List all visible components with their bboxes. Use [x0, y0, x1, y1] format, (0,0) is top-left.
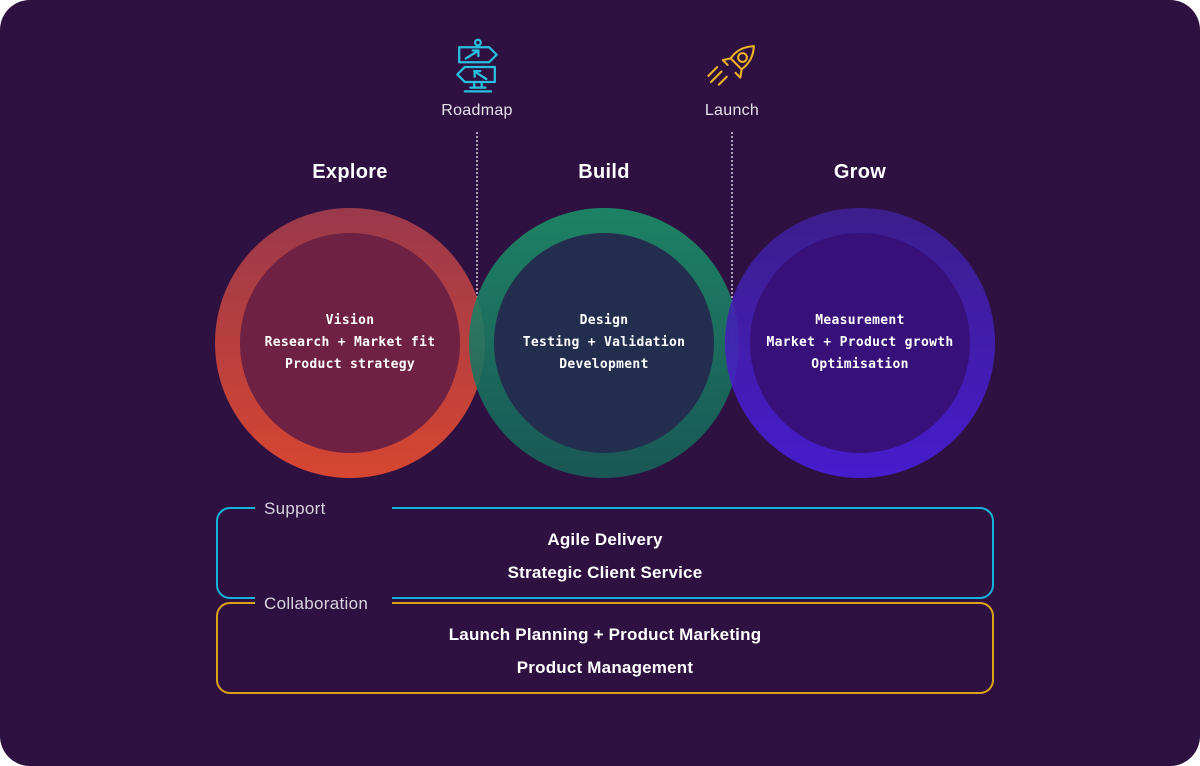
stage-item: Design	[579, 313, 629, 328]
band-item: Strategic Client Service	[507, 563, 703, 582]
stage-explore: Explore Vision Research + Market fit Pro…	[215, 158, 485, 478]
roadmap-label: Roadmap	[441, 102, 513, 119]
collaboration-label: Collaboration	[255, 592, 392, 615]
stage-build: Build Design Testing + Validation Develo…	[469, 158, 739, 478]
stage-heading-grow: Grow	[833, 161, 887, 183]
stage-fill	[494, 233, 714, 453]
stage-item: Measurement	[815, 313, 905, 328]
stage-circle-explore: Vision Research + Market fit Product str…	[215, 208, 485, 478]
stage-circle-build: Design Testing + Validation Development	[469, 208, 739, 478]
stage-item: Vision	[325, 313, 375, 328]
roadmap-connector-line	[476, 132, 478, 354]
collaboration-band: Collaboration Launch Planning + Product …	[216, 592, 994, 694]
roadmap-marker: Roadmap	[407, 36, 547, 122]
band-item: Product Management	[516, 658, 694, 677]
stage-fill	[240, 233, 460, 453]
launch-label: Launch	[704, 102, 760, 119]
support-items: Agile Delivery Strategic Client Service	[218, 509, 992, 597]
stage-heading-explore: Explore	[312, 161, 388, 183]
stage-items: Design Testing + Validation Development	[469, 208, 739, 478]
launch-connector-line	[731, 132, 733, 354]
rocket-icon	[707, 45, 755, 86]
stage-items: Vision Research + Market fit Product str…	[215, 208, 485, 478]
stage-circle-grow: Measurement Market + Product growth Opti…	[725, 208, 995, 478]
stage-grow: Grow Measurement Market + Product growth…	[725, 158, 995, 478]
stage-item: Product strategy	[284, 357, 416, 372]
stage-heading-build: Build	[578, 161, 630, 183]
stage-item: Development	[559, 357, 649, 372]
stage-item: Research + Market fit	[264, 335, 436, 350]
stage-item: Market + Product growth	[766, 335, 954, 350]
stage-items: Measurement Market + Product growth Opti…	[725, 208, 995, 478]
band-item: Launch Planning + Product Marketing	[448, 625, 762, 644]
support-label: Support	[255, 497, 392, 520]
support-band: Support Agile Delivery Strategic Client …	[216, 497, 994, 599]
collaboration-items: Launch Planning + Product Marketing Prod…	[218, 604, 992, 692]
stage-item: Optimisation	[811, 357, 909, 372]
band-item: Agile Delivery	[547, 530, 663, 549]
stage-fill	[750, 233, 970, 453]
signpost-icon	[456, 38, 498, 93]
launch-marker: Launch	[662, 40, 802, 122]
stage-item: Testing + Validation	[522, 335, 686, 350]
